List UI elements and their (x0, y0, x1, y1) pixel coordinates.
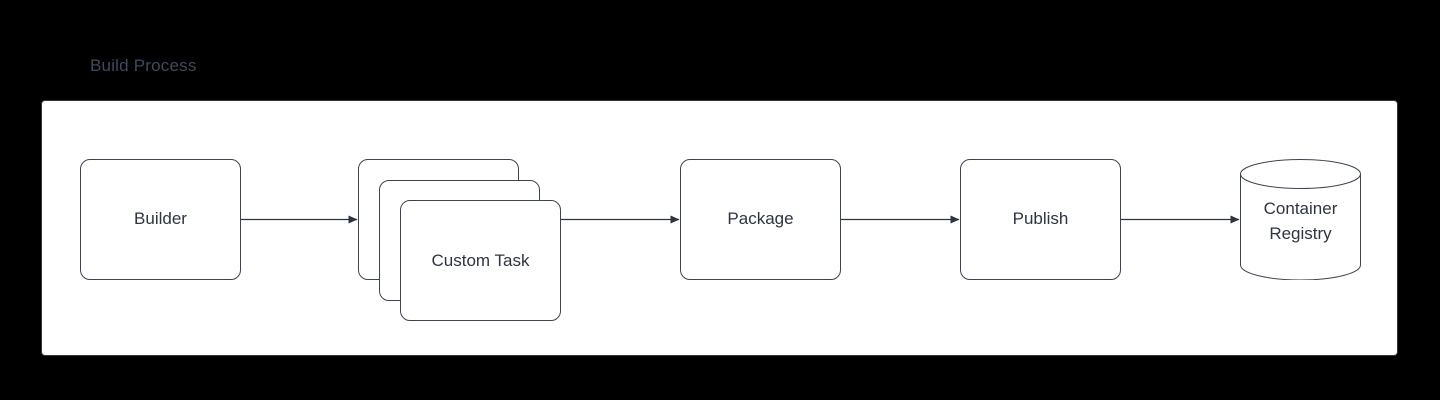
page-title: Build Process (90, 56, 197, 75)
node-custom-task-label: Custom Task (431, 250, 530, 270)
node-container-registry-label-line2: Registry (1269, 223, 1332, 243)
cylinder-shape (1240, 159, 1361, 280)
node-package[interactable]: Package (680, 159, 841, 280)
node-publish-label: Publish (1012, 209, 1069, 229)
node-custom-task[interactable]: Custom Task (400, 200, 561, 321)
node-package-label: Package (727, 209, 794, 229)
node-publish[interactable]: Publish (960, 159, 1121, 280)
node-builder-label: Builder (134, 209, 187, 229)
node-container-registry-label: Container Registry (1240, 197, 1361, 246)
node-container-registry[interactable]: Container Registry (1240, 159, 1361, 280)
node-builder[interactable]: Builder (80, 159, 241, 280)
node-container-registry-label-line1: Container (1263, 199, 1338, 218)
